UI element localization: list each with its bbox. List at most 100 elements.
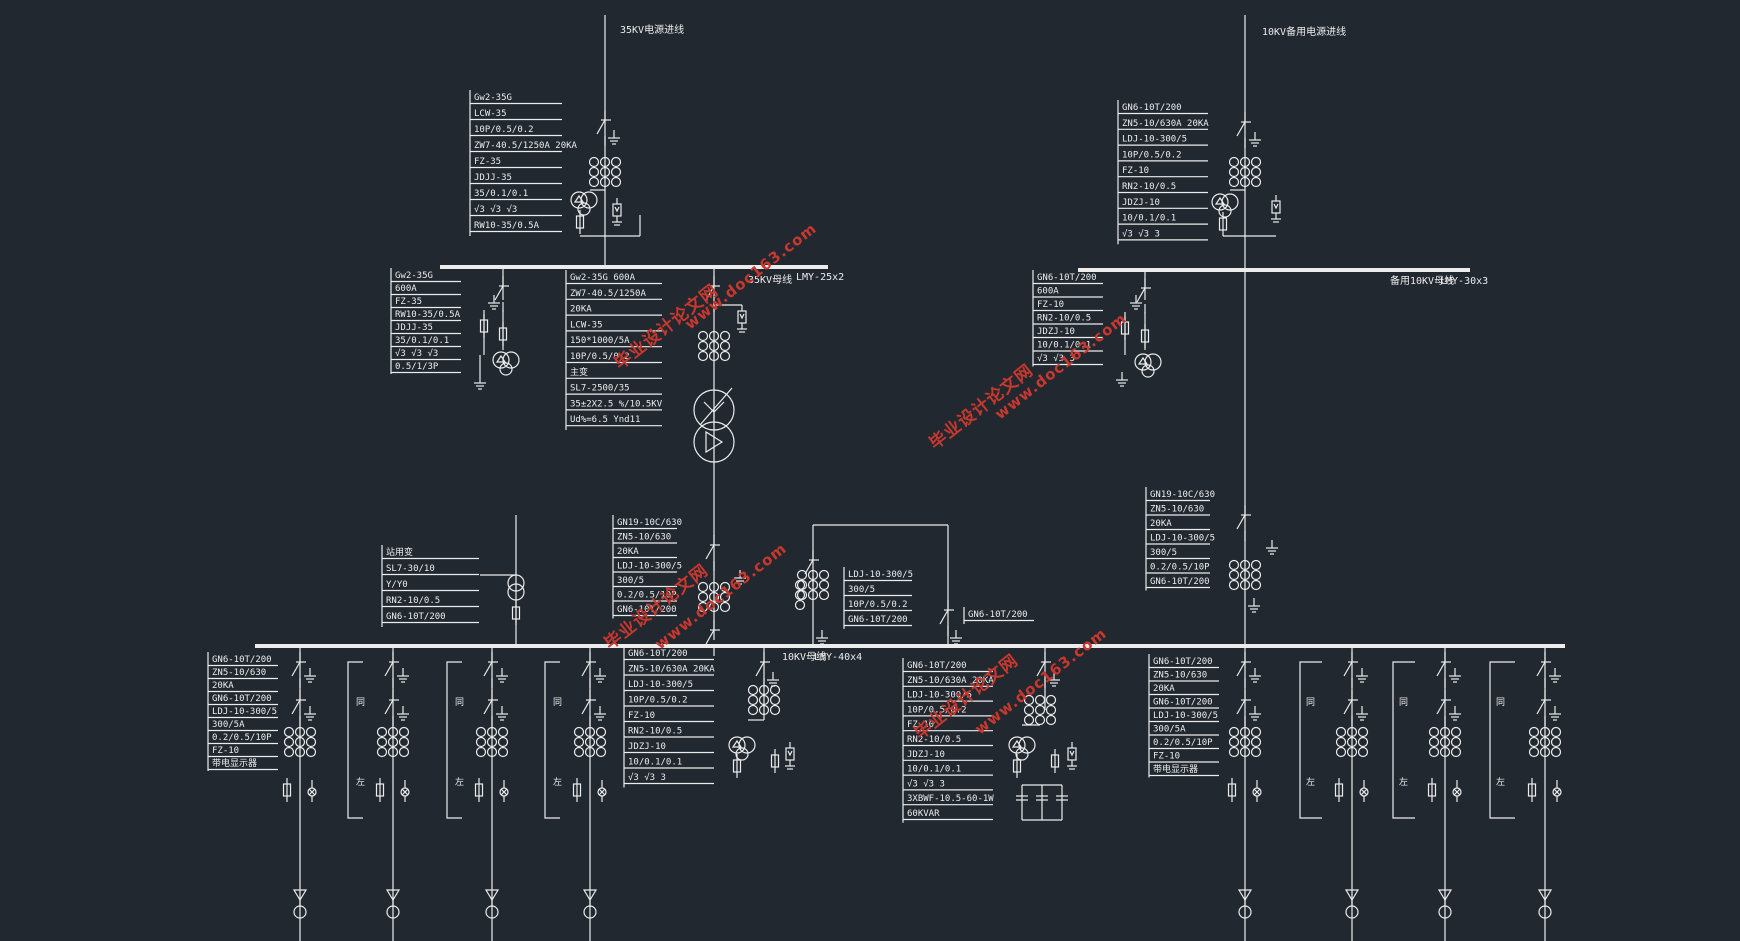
spec-line: GN6-10T/200 xyxy=(907,661,967,671)
spec-line: √3 √3 √3 xyxy=(395,348,438,359)
spec-line: 10P/0.5/0.2 xyxy=(628,696,688,706)
svg-text:左: 左 xyxy=(553,776,562,788)
svg-text:左: 左 xyxy=(455,776,464,788)
feeder-1 xyxy=(282,646,317,941)
svg-text:同: 同 xyxy=(1496,697,1505,708)
spec-line: ZN5-10/630A 20KA xyxy=(907,676,994,686)
spec-line: 300/5 xyxy=(617,576,644,586)
spec-line: Y/Y0 xyxy=(386,580,408,590)
spec-line: ZW7-40.5/1250A 20KA xyxy=(474,141,578,151)
spec-line: 10/0.1/0.1 xyxy=(1122,214,1176,224)
spec-line: LCW-35 xyxy=(570,320,603,330)
spec-line: FZ-10 xyxy=(907,720,934,730)
spec-line: LDJ-10-300/5 xyxy=(1153,711,1218,721)
pt-bay-10kv-spare xyxy=(1115,270,1162,387)
spec-line: Gw2-35G xyxy=(474,93,512,103)
spec-line: GN19-10C/630 xyxy=(1150,490,1215,500)
spec-line: JDZJ-10 xyxy=(1037,327,1075,337)
spec-line: GN6-10T/200 xyxy=(1122,103,1182,113)
incoming-35kv-line xyxy=(570,15,641,265)
spec-line: GN6-10T/200 xyxy=(628,649,688,659)
spec-box-main-lv: GN19-10C/630ZN5-10/63020KALDJ-10-300/530… xyxy=(612,515,682,619)
label-incoming-10kv: 10KV备用电源进线 xyxy=(1262,25,1346,38)
spec-line: ZW7-40.5/1250A xyxy=(570,289,646,299)
label-bus-10kv-spare: 备用10KV母线 xyxy=(1390,274,1454,287)
spec-line: 0.5/1/3P xyxy=(395,362,439,372)
spec-line: JDJJ-35 xyxy=(395,323,433,333)
spec-line: 20KA xyxy=(570,305,592,315)
spec-line: RN2-10/0.5 xyxy=(1037,314,1091,324)
spec-line: GN6-10T/200 xyxy=(1150,577,1210,587)
spec-line: FZ-35 xyxy=(474,157,501,167)
label-bus-35kv-spec: LMY-25x2 xyxy=(796,272,844,283)
spec-line: ZN5-10/630 xyxy=(212,668,266,678)
spec-line: RN2-10/0.5 xyxy=(1122,182,1176,192)
feeder-7 xyxy=(1392,646,1462,941)
spec-line: 20KA xyxy=(617,547,639,557)
spec-line: GN19-10C/630 xyxy=(617,518,682,528)
spec-line: 10/0.1/0.1 xyxy=(907,765,961,775)
spec-line: FZ-10 xyxy=(1122,166,1149,176)
spec-line: 主变 xyxy=(570,366,588,378)
spec-box-main-transformer: Gw2-35G 600AZW7-40.5/1250A20KALCW-35150*… xyxy=(565,270,663,430)
spec-box-bus-tie-isolator: GN6-10T/200 xyxy=(963,607,1034,624)
feeder-5 xyxy=(1227,646,1262,941)
spec-line: √3 √3 3 xyxy=(907,778,945,789)
spec-line: 300/5 xyxy=(1150,548,1177,558)
spec-line: 带电显示器 xyxy=(1153,763,1198,775)
spec-line: GN6-10T/200 xyxy=(212,655,272,665)
svg-text:同: 同 xyxy=(553,697,562,708)
spec-line: GN6-10T/200 xyxy=(617,605,677,615)
svg-text:左: 左 xyxy=(1496,776,1505,788)
spec-line: RN2-10/0.5 xyxy=(386,596,440,606)
label-bus-10kv-spec: LMY-40x4 xyxy=(814,652,862,663)
spec-line: FZ-10 xyxy=(628,711,655,721)
feeder-tags: 同 左 同 左 同 左 同 左 同 左 同 左 xyxy=(356,697,1505,788)
spec-box-35kv-pt: Gw2-35G600AFZ-35RW10-35/0.5AJDJJ-3535/0.… xyxy=(390,268,461,374)
spec-line: ZN5-10/630 xyxy=(617,533,671,543)
spec-line: GN6-10T/200 xyxy=(1153,698,1213,708)
spec-line: FZ-10 xyxy=(212,746,239,756)
spec-line: JDZJ-10 xyxy=(1122,198,1160,208)
spec-line: LDJ-10-300/5 xyxy=(1150,534,1215,544)
spec-line: 150*1000/5A xyxy=(570,336,630,346)
spec-line: 300/5A xyxy=(212,720,245,730)
spec-line: 35±2X2.5 %/10.5KV xyxy=(570,399,663,409)
spec-box-10kv-spare-pt: GN6-10T/200600AFZ-10RN2-10/0.5JDZJ-1010/… xyxy=(1032,270,1103,367)
label-incoming-35kv: 35KV电源进线 xyxy=(620,23,684,36)
feeder-4 xyxy=(544,646,607,941)
spec-line: ZN5-10/630 xyxy=(1150,505,1204,515)
spec-line: 0.2/0.5/10P xyxy=(212,733,272,743)
main-transformer-bay xyxy=(693,267,748,657)
spec-line: LDJ-10-300/5 xyxy=(212,707,277,717)
spec-line: 300/5 xyxy=(848,585,875,595)
spec-line: GN6-10T/200 xyxy=(1153,657,1213,667)
spec-line: FZ-10 xyxy=(1037,300,1064,310)
incoming-10kv-spare-line xyxy=(1211,15,1282,270)
svg-text:同: 同 xyxy=(455,697,464,708)
spec-line: LDJ-10-300/5 xyxy=(848,570,913,580)
feeder-8 xyxy=(1489,646,1562,941)
spec-line: 300/5A xyxy=(1153,725,1186,735)
spec-line: RN2-10/0.5 xyxy=(907,735,961,745)
spec-line: FZ-10 xyxy=(1153,752,1180,762)
spec-line: GN6-10T/200 xyxy=(1037,273,1097,283)
svg-text:左: 左 xyxy=(356,776,365,788)
pt-bay-35kv xyxy=(473,267,520,390)
capacitor-bay xyxy=(1008,646,1078,821)
spec-line: SL7-2500/35 xyxy=(570,384,630,394)
spec-line: √3 √3 3 xyxy=(1037,353,1075,364)
svg-text:同: 同 xyxy=(356,697,365,708)
pt-bay-10kv xyxy=(728,646,796,779)
spec-line: JDZJ-10 xyxy=(907,750,945,760)
spec-line: 10P/0.5/0.2 xyxy=(474,125,534,135)
spec-line: GN6-10T/200 xyxy=(212,694,272,704)
spec-line: 站用变 xyxy=(386,546,413,558)
svg-text:左: 左 xyxy=(1306,776,1315,788)
spec-line: JDZJ-10 xyxy=(628,742,666,752)
spec-line: 600A xyxy=(395,284,417,294)
